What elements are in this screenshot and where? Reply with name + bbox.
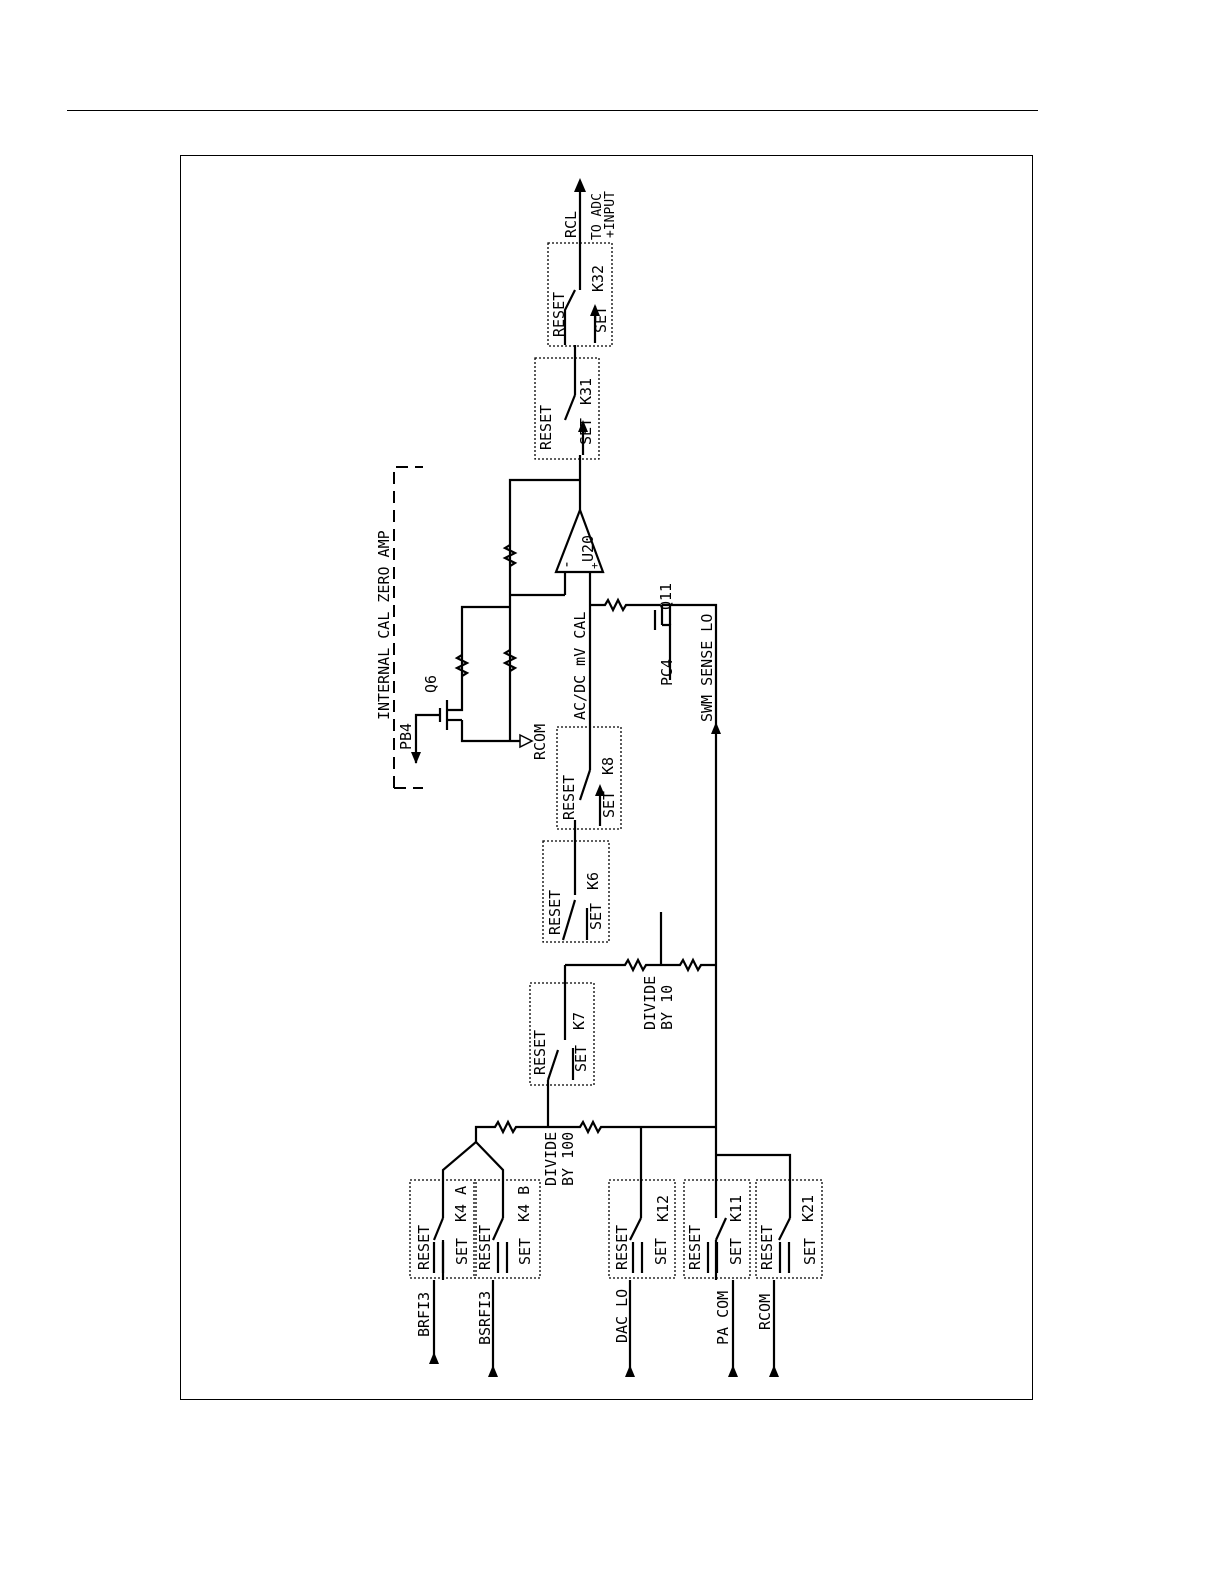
divide-by-10-network [565, 720, 721, 970]
label-k21: K21 [799, 1195, 817, 1222]
label-by-100: BY 100 [559, 1132, 577, 1186]
label-reset-k11: RESET [686, 1225, 704, 1270]
label-divide-100: DIVIDE [542, 1132, 560, 1186]
label-u20: U20 [579, 535, 597, 562]
label-rcl: RCL [562, 211, 580, 238]
label-by-10: BY 10 [658, 985, 676, 1030]
label-divide-10: DIVIDE [641, 976, 659, 1030]
relay-labels: RESET SET K4 A RESET SET K4 B RESET SET … [415, 265, 819, 1270]
label-set-k6: SET [587, 903, 605, 930]
label-q6: Q6 [422, 675, 440, 693]
divide-by-100-network [476, 965, 716, 1142]
label-reset-k6: RESET [546, 890, 564, 935]
label-bsrfi3: BSRFI3 [476, 1291, 494, 1345]
label-k7: K7 [570, 1012, 588, 1030]
label-brfi3: BRFI3 [415, 1292, 433, 1337]
label-reset-k7: RESET [531, 1030, 549, 1075]
q6-circuit [411, 480, 580, 764]
label-pc4: PC4 [658, 659, 676, 686]
label-k31: K31 [577, 378, 595, 405]
label-reset-k21: RESET [758, 1225, 776, 1270]
label-k32: K32 [589, 265, 607, 292]
label-set-k11: SET [727, 1238, 745, 1265]
label-k12: K12 [654, 1195, 672, 1222]
label-dac-lo: DAC LO [613, 1289, 631, 1343]
label-k6: K6 [584, 872, 602, 890]
label-set-k12: SET [652, 1238, 670, 1265]
label-set-k4b: SET [516, 1238, 534, 1265]
label-set-k21: SET [801, 1238, 819, 1265]
label-k4a: K4 A [452, 1186, 470, 1222]
label-set-k8: SET [600, 791, 618, 818]
label-input: +INPUT [603, 191, 618, 238]
label-k11: K11 [727, 1195, 745, 1222]
u20-op-amp [556, 455, 603, 612]
label-minus: - [557, 560, 575, 569]
label-reset-k31: RESET [537, 405, 555, 450]
label-pa-com: PA COM [714, 1291, 732, 1345]
label-swm-sense-lo: SWM SENSE LO [698, 614, 716, 722]
label-set-k7: SET [572, 1045, 590, 1072]
label-reset-k8: RESET [560, 775, 578, 820]
label-k4b: K4 B [515, 1186, 533, 1222]
label-pb4: PB4 [397, 723, 415, 750]
label-q11: Q11 [657, 583, 675, 610]
label-set-k31: SET [577, 418, 595, 445]
label-set-k4a: SET [453, 1238, 471, 1265]
label-k8: K8 [599, 757, 617, 775]
label-reset-k4a: RESET [415, 1225, 433, 1270]
label-internal-cal: INTERNAL CAL ZERO AMP [375, 530, 393, 720]
label-rcom: RCOM [756, 1294, 774, 1330]
label-acdc-mv-cal: AC/DC mV CAL [571, 612, 589, 720]
label-reset-k4b: RESET [476, 1225, 494, 1270]
label-reset-k32: RESET [550, 292, 568, 337]
label-set-k32: SET [592, 306, 610, 333]
label-rcom-ground: RCOM [531, 724, 549, 760]
label-plus: + [588, 562, 601, 569]
label-reset-k12: RESET [613, 1225, 631, 1270]
